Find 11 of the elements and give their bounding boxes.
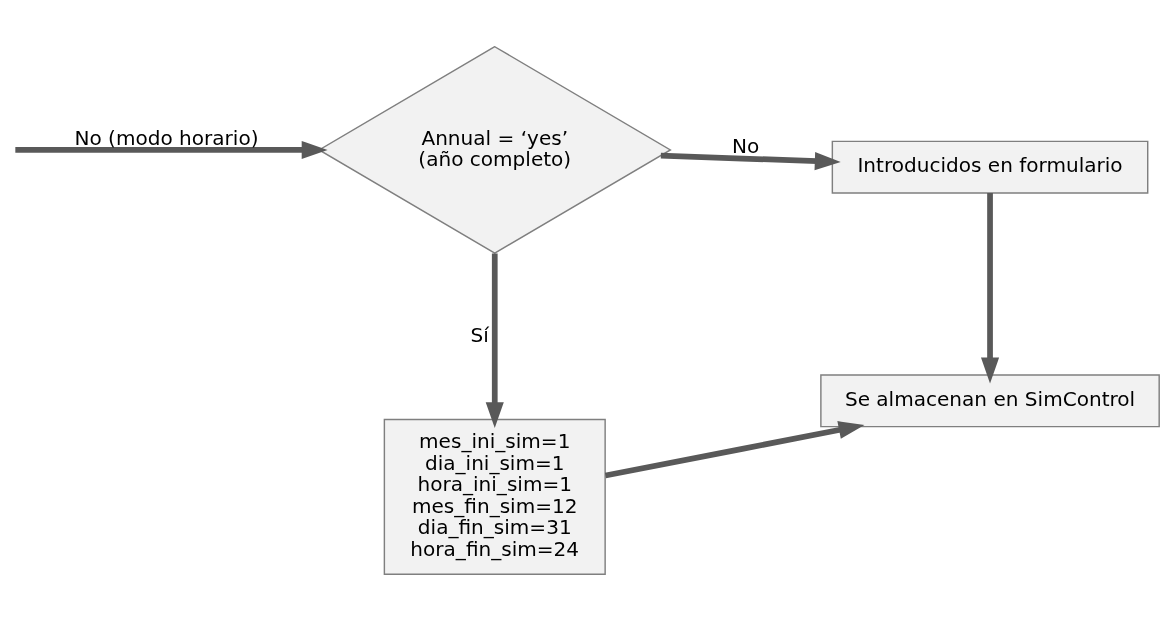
- arrow: [485, 253, 504, 429]
- edge-label: No (modo horario): [74, 125, 259, 150]
- arrow: [660, 152, 841, 171]
- node-box: Se almacenan en SimControl: [820, 374, 1160, 428]
- edge-label: Sí: [470, 322, 489, 347]
- arrow: [981, 193, 1000, 384]
- node-box: mes_ini_sim=1 dia_ini_sim=1 hora_ini_sim=1 mes_fin_sim=12 dia_fin_sim=31 hora_fin_sim=24: [383, 418, 606, 575]
- arrow: [15, 140, 328, 159]
- edge-label: No: [731, 134, 760, 159]
- node-box: Introducidos en formulario: [831, 140, 1149, 194]
- arrow: [604, 421, 865, 479]
